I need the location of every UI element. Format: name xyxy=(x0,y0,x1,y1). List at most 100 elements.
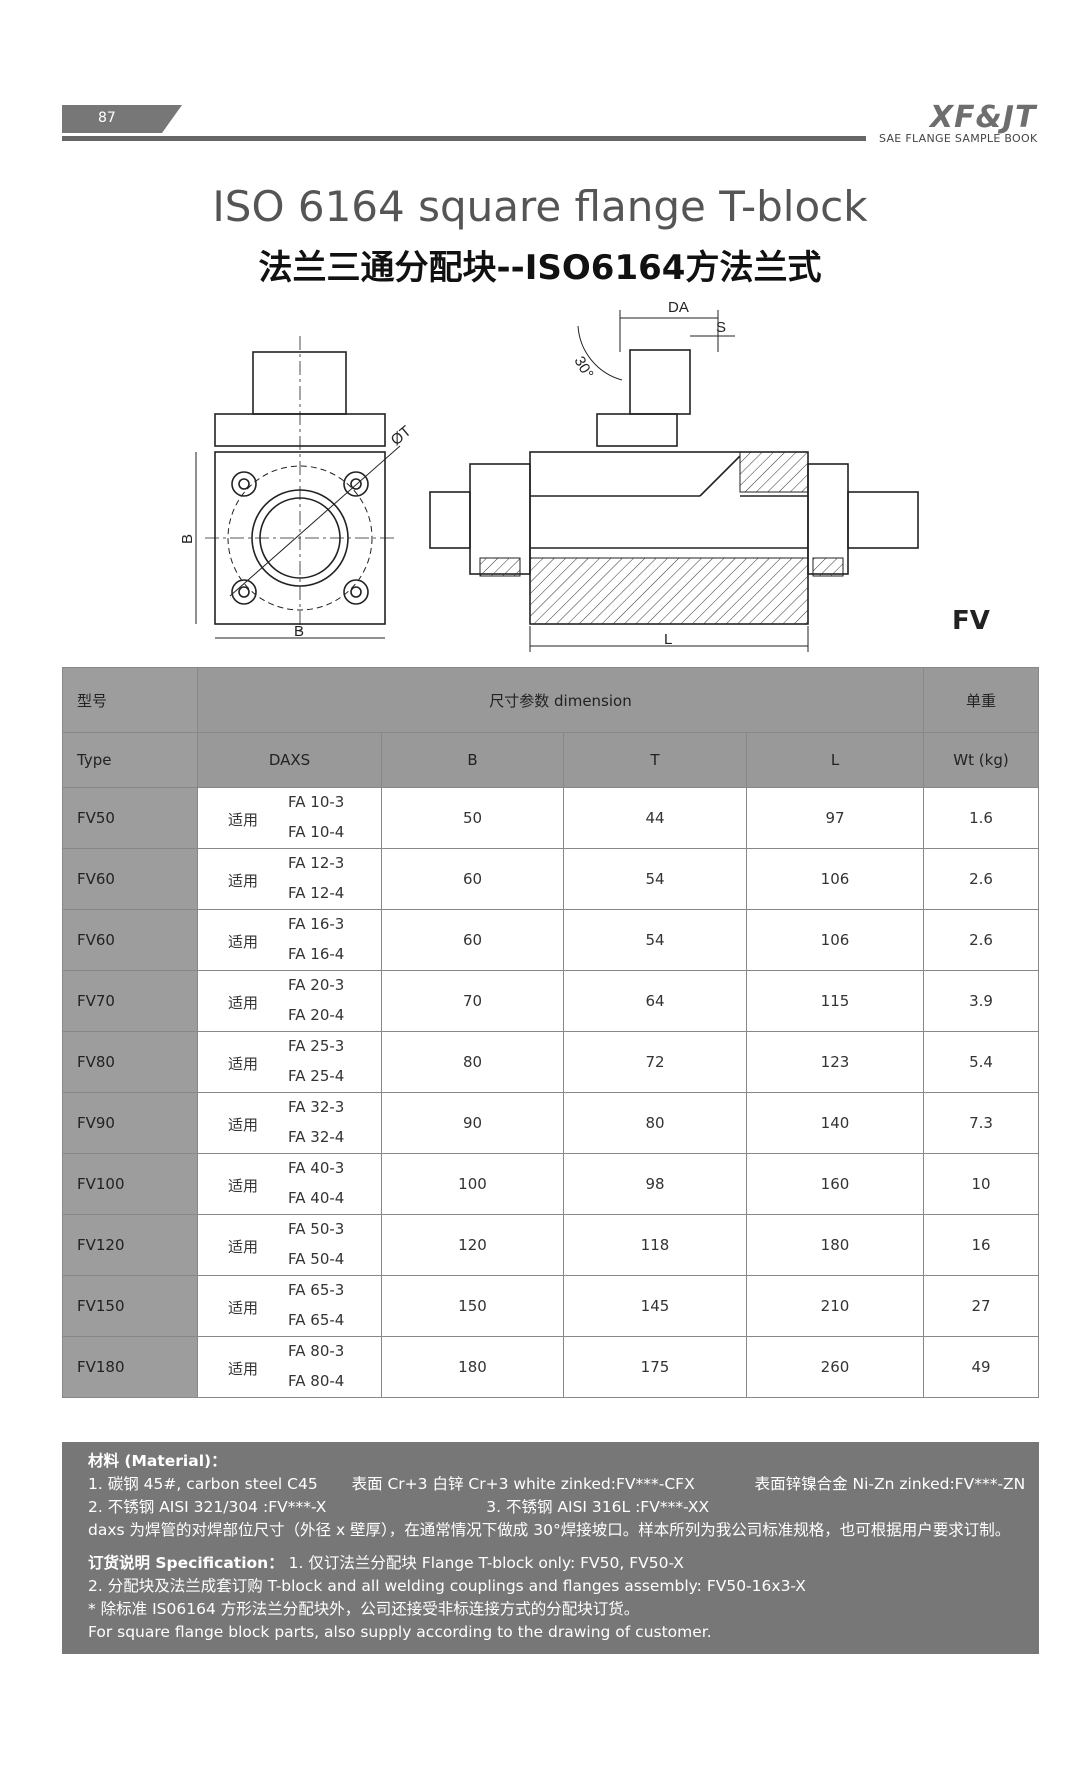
cell-fa-4: FA 16-4 xyxy=(288,945,345,963)
cell-fa-3: FA 12-3 xyxy=(288,854,345,872)
dimension-table: 型号 尺寸参数 dimension 单重 Type DAXS B T L Wt … xyxy=(62,667,1039,1398)
cell-b: 50 xyxy=(381,787,564,849)
cell-l: 106 xyxy=(746,909,924,971)
cell-l: 210 xyxy=(746,1275,924,1337)
cell-type: FV60 xyxy=(62,909,198,971)
dim-label-b-vertical: B xyxy=(179,534,196,544)
cell-t: 72 xyxy=(563,1031,747,1093)
cell-fa-3: FA 65-3 xyxy=(288,1281,345,1299)
dim-label-l: L xyxy=(664,631,672,648)
cell-use-label: 适用 xyxy=(228,1177,259,1195)
cell-use-label: 适用 xyxy=(228,1055,259,1073)
cell-l: 180 xyxy=(746,1214,924,1276)
cell-fa-3: FA 16-3 xyxy=(288,915,345,933)
cell-fa-4: FA 10-4 xyxy=(288,823,345,841)
cell-type: FV180 xyxy=(62,1336,198,1398)
header-type: Type xyxy=(62,732,198,788)
cell-wt: 16 xyxy=(923,1214,1039,1276)
material-nizn-zinked: 表面锌镍合金 Ni-Zn zinked:FV***-ZN xyxy=(754,1475,1026,1493)
cell-fa-4: FA 80-4 xyxy=(288,1372,345,1390)
cell-t: 118 xyxy=(563,1214,747,1276)
cell-type: FV100 xyxy=(62,1153,198,1215)
dim-label-angle: 30° xyxy=(571,354,597,382)
cell-l: 160 xyxy=(746,1153,924,1215)
cell-type: FV50 xyxy=(62,787,198,849)
header-daxs: DAXS xyxy=(197,732,382,788)
cell-t: 64 xyxy=(563,970,747,1032)
table-header-row-2: Type DAXS B T L Wt (kg) xyxy=(62,732,1039,788)
cell-wt: 49 xyxy=(923,1336,1039,1398)
page-title-english: ISO 6164 square flange T-block xyxy=(212,182,868,231)
cell-fa-3: FA 20-3 xyxy=(288,976,345,994)
cell-wt: 5.4 xyxy=(923,1031,1039,1093)
header-t: T xyxy=(563,732,747,788)
material-stainless-316: 3. 不锈钢 AISI 316L :FV***-XX xyxy=(486,1498,710,1516)
cell-l: 260 xyxy=(746,1336,924,1398)
cell-b: 120 xyxy=(381,1214,564,1276)
dim-label-s: S xyxy=(716,319,726,336)
cell-fa-3: FA 32-3 xyxy=(288,1098,345,1116)
material-title: 材料 (Material)： xyxy=(88,1452,227,1470)
cell-use-label: 适用 xyxy=(228,933,259,951)
spec-item-3: * 除标准 IS06164 方形法兰分配块外，公司还接受非标连接方式的分配块订货… xyxy=(88,1600,640,1618)
cell-l: 97 xyxy=(746,787,924,849)
cell-daxs: 适用 FA 16-3 FA 16-4 xyxy=(197,909,382,971)
cell-t: 175 xyxy=(563,1336,747,1398)
cell-b: 60 xyxy=(381,848,564,910)
cell-fa-3: FA 10-3 xyxy=(288,793,345,811)
side-section-hatch-top xyxy=(739,451,809,493)
cell-wt: 10 xyxy=(923,1153,1039,1215)
technical-drawing: DA S 30° ØT B B L xyxy=(179,299,919,652)
cell-type: FV150 xyxy=(62,1275,198,1337)
cell-fa-3: FA 40-3 xyxy=(288,1159,345,1177)
page-title-chinese: 法兰三通分配块--ISO6164方法兰式 xyxy=(258,248,822,288)
cell-wt: 2.6 xyxy=(923,909,1039,971)
dim-label-phi-t: ØT xyxy=(388,423,415,449)
cell-b: 60 xyxy=(381,909,564,971)
cell-l: 115 xyxy=(746,970,924,1032)
cell-use-label: 适用 xyxy=(228,994,259,1012)
cell-use-label: 适用 xyxy=(228,1238,259,1256)
cell-use-label: 适用 xyxy=(228,811,259,829)
header-dimension: 尺寸参数 dimension xyxy=(197,667,924,733)
spec-item-4: For square flange block parts, also supp… xyxy=(88,1623,712,1641)
material-line-2: 2. 不锈钢 AISI 321/304 :FV***-X 3. 不锈钢 AISI… xyxy=(88,1496,1028,1519)
cell-l: 123 xyxy=(746,1031,924,1093)
dim-label-da: DA xyxy=(668,299,689,316)
cell-t: 54 xyxy=(563,848,747,910)
side-section-hatch-right xyxy=(812,557,844,577)
spec-item-2: 2. 分配块及法兰成套订购 T-block and all welding co… xyxy=(88,1577,806,1595)
cell-fa-4: FA 32-4 xyxy=(288,1128,345,1146)
cell-b: 150 xyxy=(381,1275,564,1337)
cell-t: 98 xyxy=(563,1153,747,1215)
table-header-row-1: 型号 尺寸参数 dimension 单重 xyxy=(62,667,1039,733)
cell-wt: 2.6 xyxy=(923,848,1039,910)
spec-title: 订货说明 Specification： xyxy=(88,1554,284,1572)
cell-l: 140 xyxy=(746,1092,924,1154)
cell-b: 70 xyxy=(381,970,564,1032)
cell-t: 54 xyxy=(563,909,747,971)
brand-subtitle: SAE FLANGE SAMPLE BOOK xyxy=(879,132,1038,145)
brand-logo: XF&JT xyxy=(930,100,1037,135)
cell-b: 180 xyxy=(381,1336,564,1398)
cell-fa-3: FA 80-3 xyxy=(288,1342,345,1360)
header-weight: 单重 xyxy=(923,667,1039,733)
cell-wt: 7.3 xyxy=(923,1092,1039,1154)
cell-b: 100 xyxy=(381,1153,564,1215)
cell-fa-3: FA 50-3 xyxy=(288,1220,345,1238)
cell-t: 145 xyxy=(563,1275,747,1337)
bolt-holes xyxy=(231,471,369,605)
side-pipe-left xyxy=(429,491,471,549)
